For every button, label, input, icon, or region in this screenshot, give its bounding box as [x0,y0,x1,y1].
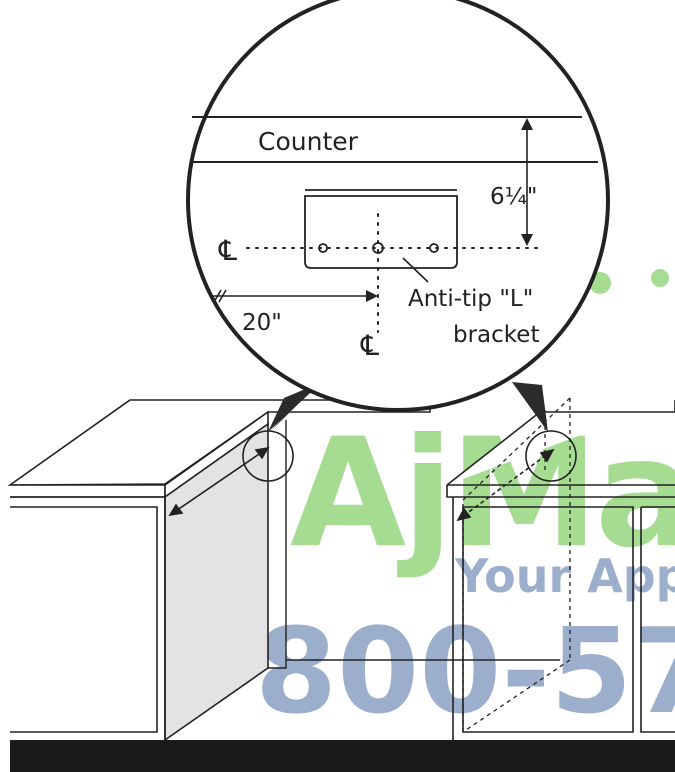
bracket-label-line1: Anti-tip "L" [408,286,533,312]
magnifier-circle [186,0,610,412]
range-opening [268,420,560,669]
centerline-symbol-bottom: ℄ [360,329,379,362]
distance-dimension-label: 20" [242,310,282,336]
detail-callout-right [456,430,577,522]
magnified-detail: Counter 6¼" ℄ ℄ 20" Anti-tip "L" bracket [186,0,610,412]
break-mark [213,289,222,303]
bracket-label-line2: bracket [453,322,539,348]
centerline-symbol-left: ℄ [218,234,237,267]
bracket-leader-line [402,257,429,283]
detail-circle-right [525,430,577,482]
arrowhead [521,118,533,130]
counter-label: Counter [258,127,359,156]
arrowhead [521,234,533,246]
left-cabinet [7,399,431,742]
magnifier-pointer-right [512,382,548,432]
right-cabinet [446,397,675,740]
watermark-dot [651,269,669,287]
magnifier-pointer-left [268,382,322,432]
watermark: AjMa Your App 800-57 [255,269,675,740]
watermark-phone: 800-57 [255,602,675,740]
watermark-brand: AjMa [290,407,675,581]
arrowhead [366,290,378,302]
break-mark [218,289,227,303]
height-dimension-label: 6¼" [490,184,538,210]
watermark-tagline: Your App [454,549,675,603]
floor [10,740,675,772]
detail-callout-left [168,430,294,517]
detail-circle-left [242,430,294,482]
